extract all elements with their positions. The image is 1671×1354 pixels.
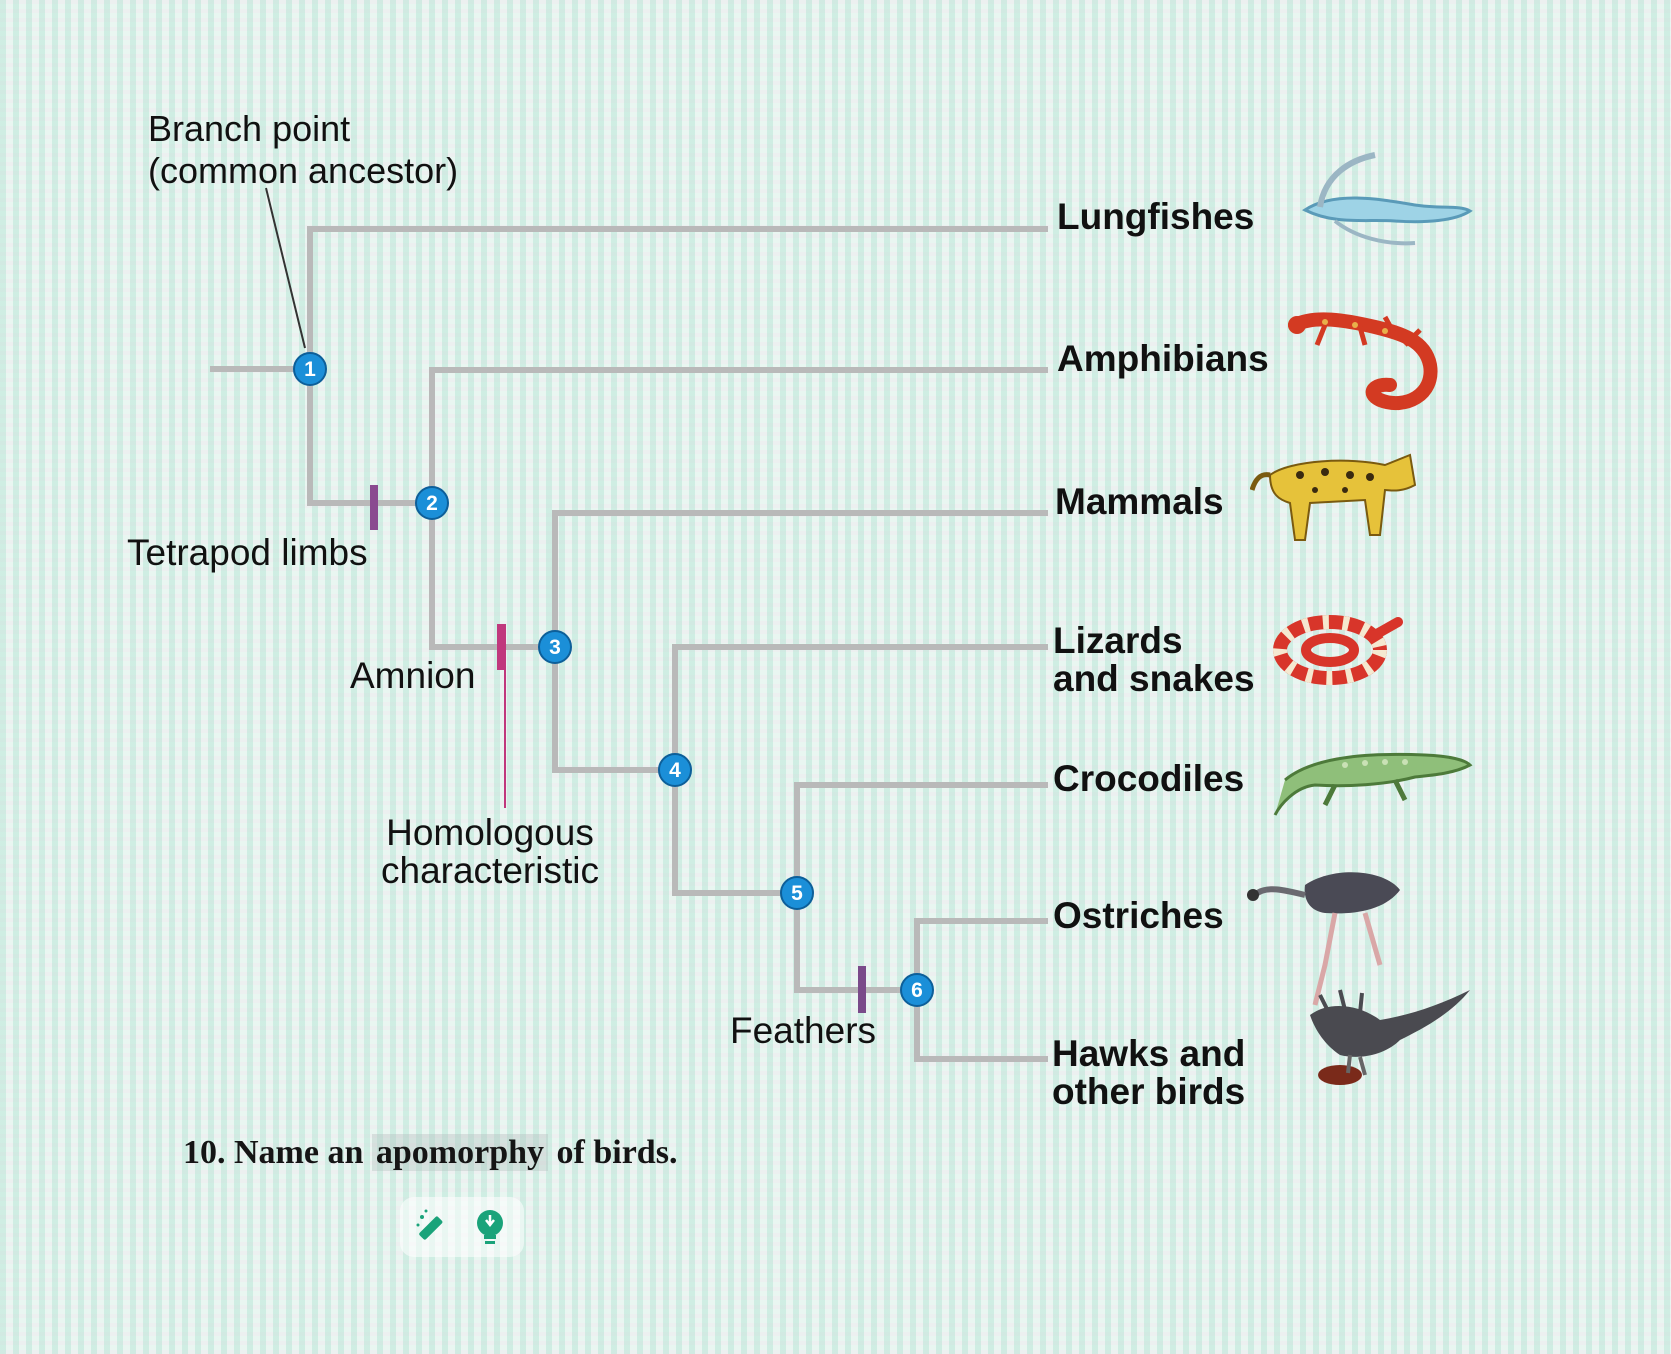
node-6: 6	[900, 973, 934, 1007]
branch-node3-node4	[552, 644, 678, 773]
branch-mammals	[552, 510, 1048, 650]
node-6-label: 6	[911, 979, 923, 1002]
branch-point-pointer	[265, 187, 306, 349]
taxon-amphibians: Amphibians	[1057, 338, 1269, 379]
node-4-label: 4	[669, 759, 681, 782]
taxon-lizards-and-snakes: Lizards and snakes	[1053, 622, 1255, 698]
feathers-mark	[858, 966, 866, 1013]
question-text-after: of birds.	[556, 1134, 678, 1171]
branch-node4-node5	[672, 767, 800, 896]
question-10: 10. Name an apomorphy of birds.	[183, 1134, 677, 1172]
feathers-label: Feathers	[730, 1010, 877, 1051]
branch-birds	[914, 987, 1048, 1062]
hawk-illustration	[1310, 989, 1470, 1085]
question-number: 10.	[183, 1134, 226, 1171]
homologous-line2: characteristic	[381, 850, 599, 891]
taxon-ostriches: Ostriches	[1053, 895, 1224, 936]
taxon-lizards-line1: Lizards	[1053, 620, 1183, 661]
taxon-birds-line2: other birds	[1052, 1071, 1246, 1112]
branch-point-line2: (common ancestor)	[148, 150, 459, 191]
branch-amphibians	[429, 367, 1048, 506]
node-5-label: 5	[791, 882, 803, 905]
node-2-label: 2	[426, 492, 438, 515]
taxon-crocodiles: Crocodiles	[1053, 758, 1245, 799]
answer-toolbar	[400, 1197, 524, 1257]
node-2: 2	[415, 486, 449, 520]
branch-crocodiles	[794, 782, 1048, 896]
lightbulb-icon[interactable]	[466, 1203, 514, 1251]
branch-ostriches	[914, 918, 1048, 993]
amnion-mark	[497, 624, 506, 670]
taxon-birds-line1: Hawks and	[1052, 1033, 1246, 1074]
lungfish-illustration	[1302, 152, 1473, 246]
branch-point-line1: Branch point	[148, 108, 351, 149]
ostrich-illustration	[1247, 872, 1400, 1006]
taxon-mammals: Mammals	[1055, 481, 1224, 522]
node-1: 1	[293, 352, 327, 386]
branch-lizards	[672, 644, 1048, 773]
node-5: 5	[780, 876, 814, 910]
snake-illustration	[1273, 615, 1403, 685]
branch-lungfishes	[307, 226, 1048, 372]
branch-node2-node3	[429, 500, 558, 650]
node-4: 4	[658, 753, 692, 787]
branch-point-label: Branch point (common ancestor)	[148, 108, 458, 192]
node-1-label: 1	[304, 358, 316, 381]
tetrapod-limbs-mark	[370, 485, 378, 530]
taxon-hawks-and-other-birds: Hawks and other birds	[1052, 1035, 1245, 1111]
homologous-line1: Homologous	[386, 812, 594, 853]
question-highlight: apomorphy	[371, 1134, 549, 1171]
taxon-lizards-line2: and snakes	[1053, 658, 1255, 699]
magic-pen-icon[interactable]	[410, 1203, 458, 1251]
node-3-label: 3	[549, 636, 561, 659]
mammal-illustration	[1250, 453, 1417, 541]
amphibian-illustration	[1288, 312, 1438, 411]
taxon-lungfishes: Lungfishes	[1057, 196, 1255, 237]
amnion-label: Amnion	[350, 655, 476, 696]
tetrapod-limbs-label: Tetrapod limbs	[127, 532, 368, 573]
node-3: 3	[538, 630, 572, 664]
homologous-label: Homologous characteristic	[381, 814, 599, 890]
branch-node5-node6	[794, 890, 920, 993]
branch-node1-node2	[307, 366, 435, 506]
question-text-before: Name an	[234, 1134, 364, 1171]
crocodile-illustration	[1273, 752, 1473, 816]
